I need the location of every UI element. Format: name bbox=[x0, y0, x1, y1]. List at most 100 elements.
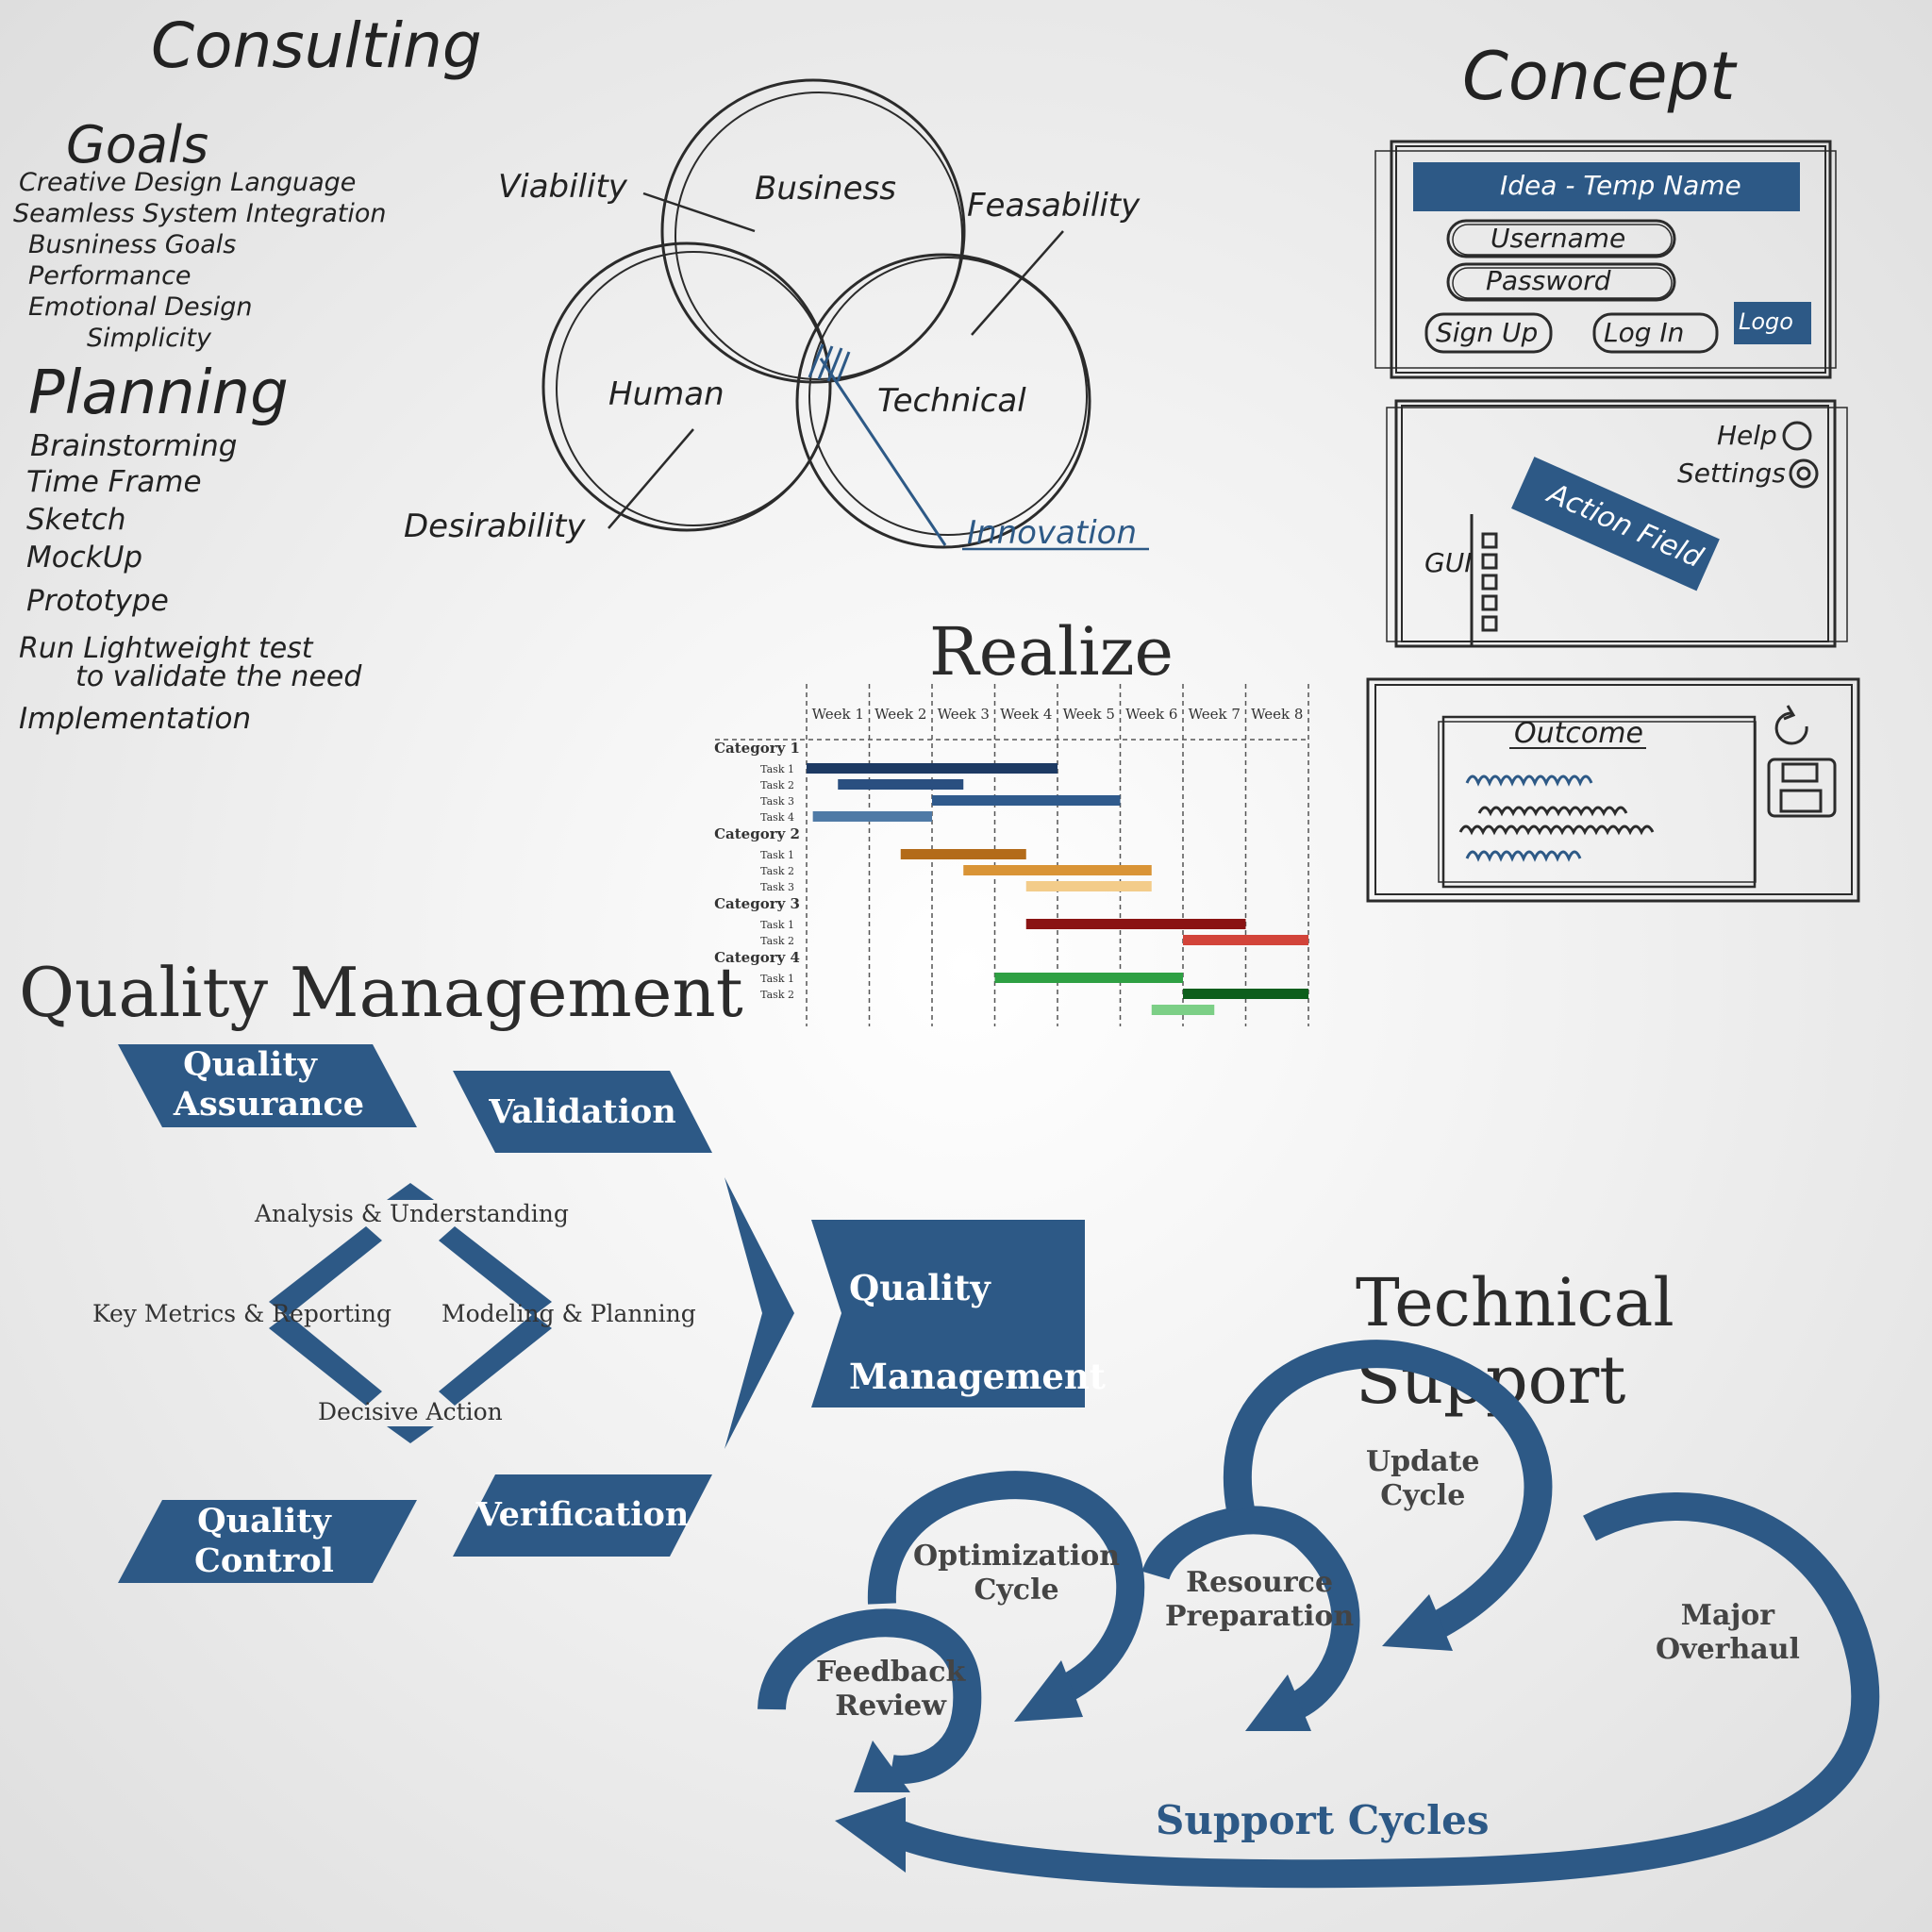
planning-item: Brainstorming bbox=[30, 429, 238, 463]
gantt-week-label: Week 3 bbox=[938, 706, 990, 723]
gantt-task-bar bbox=[1151, 1005, 1215, 1015]
gantt-task-label: Task 3 bbox=[760, 795, 794, 808]
diamond-bottom-arrow bbox=[387, 1426, 434, 1443]
gantt-category-label: Category 3 bbox=[714, 895, 800, 912]
planning-item: MockUp bbox=[26, 541, 143, 575]
quality-control-line: Quality bbox=[197, 1502, 331, 1541]
quality-title: Quality Management bbox=[19, 953, 743, 1032]
gantt-task-label: Task 2 bbox=[760, 935, 794, 947]
signup-button: Sign Up bbox=[1436, 317, 1539, 348]
optimization-line: Optimization bbox=[913, 1540, 1121, 1573]
venn-label-business: Business bbox=[755, 170, 896, 208]
gantt-task-label: Task 2 bbox=[760, 989, 794, 1001]
planning-item: to validate the need bbox=[75, 660, 362, 693]
gantt-task-label: Task 1 bbox=[760, 763, 794, 775]
concept-banner: Idea - Temp Name bbox=[1500, 170, 1741, 201]
gantt-task-bar bbox=[1183, 935, 1308, 945]
update-cycle-label: Update Cycle bbox=[1366, 1445, 1480, 1513]
diamond-left-label: Key Metrics & Reporting bbox=[92, 1300, 392, 1327]
resource-line: Preparation bbox=[1165, 1600, 1355, 1633]
quality-assurance-line: Quality bbox=[183, 1045, 317, 1084]
overhaul-line: Overhaul bbox=[1656, 1633, 1800, 1666]
gantt-task-bar bbox=[994, 973, 1183, 983]
optimization-arrowhead bbox=[1014, 1660, 1083, 1722]
password-field: Password bbox=[1486, 265, 1611, 296]
venn-label-human: Human bbox=[608, 375, 724, 413]
feedback-review-label: Feedback Review bbox=[816, 1656, 965, 1724]
major-overhaul-label: Major Overhaul bbox=[1656, 1599, 1800, 1667]
gantt-task-bar bbox=[807, 763, 1058, 774]
goal-item: Emotional Design bbox=[28, 292, 253, 322]
diamond-right-label: Modeling & Planning bbox=[441, 1300, 696, 1327]
gantt-week-label: Week 4 bbox=[1000, 706, 1052, 723]
gantt-week-label: Week 5 bbox=[1063, 706, 1115, 723]
quality-assurance-label: Quality Assurance bbox=[151, 1045, 387, 1124]
help-label: Help bbox=[1717, 420, 1777, 451]
update-line: Update bbox=[1366, 1445, 1480, 1478]
venn-label-technical: Technical bbox=[877, 382, 1026, 420]
optimization-cycle-label: Optimization Cycle bbox=[913, 1540, 1120, 1607]
gantt-task-bar bbox=[900, 849, 1026, 859]
gantt-task-label: Task 1 bbox=[760, 849, 794, 861]
settings-label: Settings bbox=[1677, 458, 1786, 489]
gantt-task-label: Task 4 bbox=[760, 811, 794, 824]
resource-arrowhead bbox=[1245, 1674, 1311, 1731]
username-field: Username bbox=[1491, 223, 1626, 254]
resource-line: Resource bbox=[1186, 1566, 1334, 1599]
venn-label-feasability: Feasability bbox=[967, 187, 1141, 225]
gantt-task-bar bbox=[932, 795, 1121, 806]
venn-circle-business bbox=[660, 78, 966, 384]
gantt-task-label: Task 1 bbox=[760, 919, 794, 931]
login-button: Log In bbox=[1604, 317, 1685, 348]
gantt-week-label: Week 2 bbox=[874, 706, 926, 723]
goal-item: Creative Design Language bbox=[19, 168, 357, 197]
consulting-title: Consulting bbox=[151, 9, 482, 82]
gantt-category-label: Category 1 bbox=[714, 740, 800, 757]
feedback-arrowhead bbox=[854, 1740, 910, 1792]
planning-item: Prototype bbox=[26, 584, 169, 618]
gantt-task-bar bbox=[1183, 989, 1308, 999]
gantt-task-bar bbox=[963, 865, 1152, 875]
realize-title: Realize bbox=[929, 613, 1174, 691]
action-field: Action Field bbox=[1542, 476, 1707, 575]
quality-management-line: Quality bbox=[849, 1267, 991, 1308]
update-arrowhead bbox=[1382, 1594, 1453, 1651]
gantt-task-label: Task 2 bbox=[760, 779, 794, 791]
goal-item: Performance bbox=[28, 261, 192, 291]
support-cycles-label: Support Cycles bbox=[1156, 1797, 1490, 1843]
resource-preparation-label: Resource Preparation bbox=[1165, 1566, 1354, 1634]
planning-item: Implementation bbox=[19, 702, 252, 736]
quality-control-label: Quality Control bbox=[146, 1502, 382, 1581]
outcome-label: Outcome bbox=[1514, 717, 1643, 750]
quality-assurance-line: Assurance bbox=[173, 1085, 365, 1124]
gantt-task-bar bbox=[838, 779, 964, 790]
gantt-task-bar bbox=[1025, 881, 1152, 891]
gantt-task-bar bbox=[1025, 919, 1246, 929]
diamond-bottom-label: Decisive Action bbox=[318, 1398, 503, 1425]
gantt-task-bar bbox=[812, 811, 932, 822]
feedback-line: Feedback bbox=[816, 1656, 966, 1689]
logo-placeholder: Logo bbox=[1739, 308, 1793, 335]
planning-item: Run Lightweight test bbox=[19, 632, 313, 665]
venn-label-desirability: Desirability bbox=[404, 508, 586, 545]
gantt-week-label: Week 6 bbox=[1125, 706, 1177, 723]
venn-label-viability: Viability bbox=[498, 168, 627, 206]
gantt-task-label: Task 1 bbox=[760, 973, 794, 985]
gantt-task-label: Task 2 bbox=[760, 865, 794, 877]
feedback-line: Review bbox=[835, 1690, 947, 1723]
diamond-top-arrow bbox=[387, 1183, 434, 1200]
goals-heading: Goals bbox=[66, 115, 209, 175]
validation-label: Validation bbox=[489, 1092, 676, 1131]
big-chevron bbox=[724, 1177, 794, 1449]
venn-label-innovation: Innovation bbox=[967, 514, 1138, 552]
support-title: Technical Support bbox=[1356, 1264, 1674, 1419]
quality-management-label: Quality Management bbox=[849, 1243, 1106, 1421]
planning-heading: Planning bbox=[28, 358, 289, 428]
optimization-line: Cycle bbox=[974, 1574, 1059, 1607]
planning-item: Sketch bbox=[26, 503, 126, 537]
goal-item: Simplicity bbox=[87, 324, 211, 353]
gantt-week-label: Week 1 bbox=[812, 706, 864, 723]
goal-item: Busniness Goals bbox=[28, 230, 237, 259]
gantt-week-label: Week 7 bbox=[1189, 706, 1241, 723]
